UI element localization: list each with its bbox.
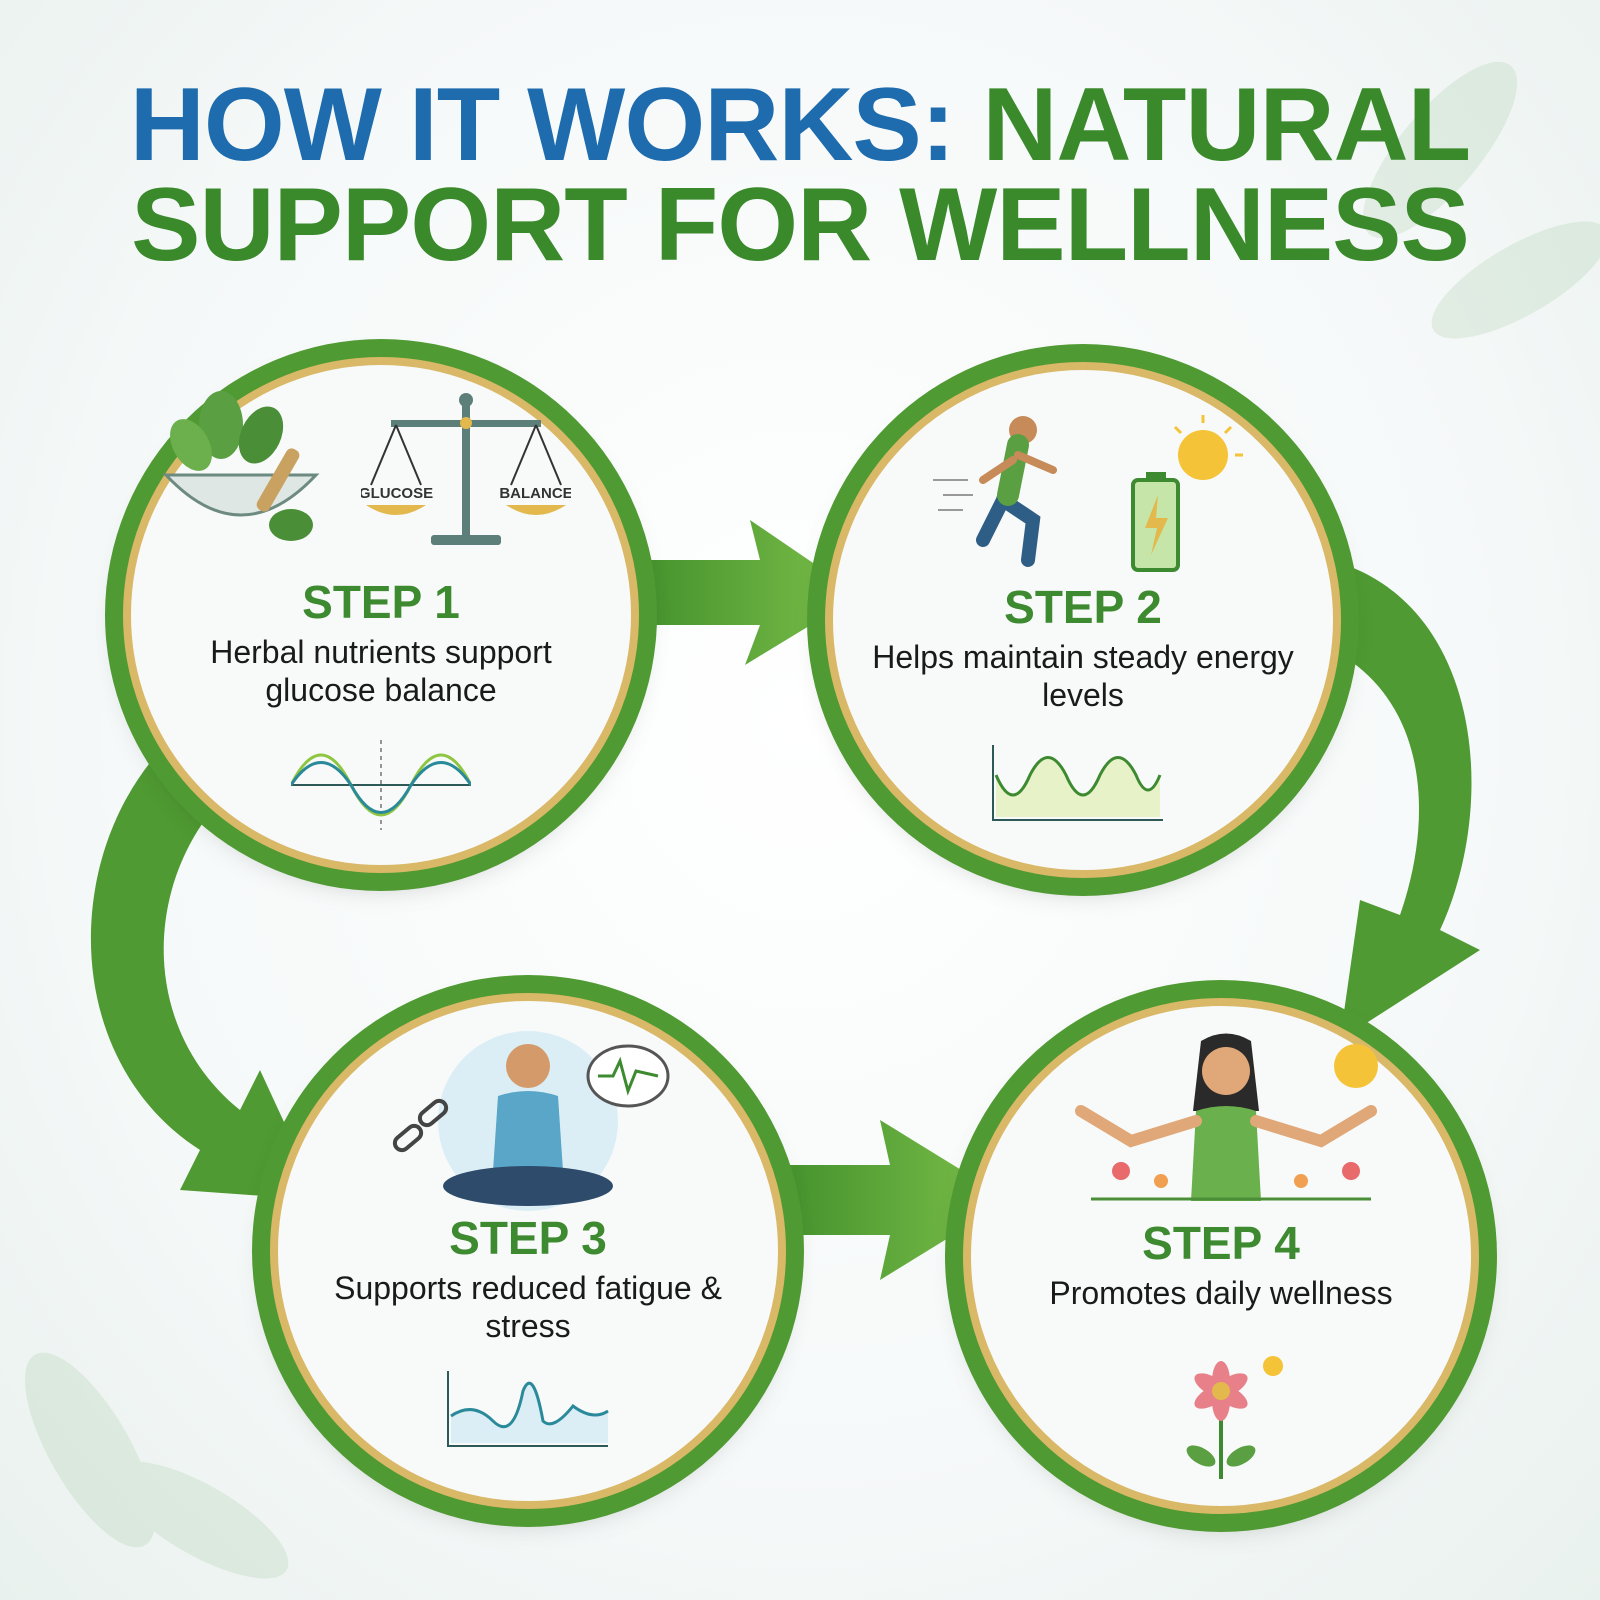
step-2-card: STEP 2 Helps maintain steady energy leve… bbox=[825, 362, 1341, 878]
sun-icon bbox=[1173, 415, 1243, 480]
stress-chart-icon bbox=[447, 1371, 609, 1447]
leaf-decoration bbox=[25, 61, 1600, 1579]
step-1-description: Herbal nutrients support glucose balance bbox=[210, 634, 552, 708]
wave-chart-icon bbox=[291, 740, 471, 830]
page-title: HOW IT WORKS: NATURAL SUPPORT FOR WELLNE… bbox=[0, 73, 1600, 283]
meditation-icon bbox=[392, 1031, 670, 1211]
step-4-label: STEP 4 bbox=[1142, 1217, 1300, 1269]
step-3-card: STEP 3 Supports reduced fatigue & stress bbox=[270, 993, 786, 1509]
scale-label-glucose: GLUCOSE bbox=[361, 485, 433, 502]
arrow-step1-to-step2 bbox=[620, 520, 860, 665]
broken-chain-icon bbox=[392, 1098, 449, 1153]
heartbeat-bubble-icon bbox=[586, 1044, 670, 1108]
runner-and-battery-icons bbox=[933, 415, 1243, 572]
title-natural: NATURAL bbox=[982, 67, 1471, 183]
battery-icon bbox=[1131, 472, 1180, 572]
step-1-card: GLUCOSE BALANCE STEP 1 Herbal nutrients … bbox=[123, 357, 639, 873]
sun-icon bbox=[1334, 1044, 1378, 1088]
step-1-label: STEP 1 bbox=[302, 576, 460, 628]
step-2-label: STEP 2 bbox=[1004, 581, 1162, 633]
title-how-it-works: HOW IT WORKS: bbox=[129, 67, 956, 183]
title-line2: SUPPORT FOR WELLNESS bbox=[131, 167, 1470, 283]
arrow-step2-to-step4 bbox=[1310, 560, 1480, 1040]
energy-chart-icon bbox=[992, 745, 1163, 821]
flower-icon bbox=[1186, 1356, 1283, 1479]
arrow-step1-to-step3 bbox=[90, 740, 320, 1200]
step-3-label: STEP 3 bbox=[449, 1212, 607, 1264]
step-3-description: Supports reduced fatigue & stress bbox=[334, 1270, 722, 1344]
step-2-description: Helps maintain steady energy levels bbox=[872, 639, 1294, 713]
scale-label-balance: BALANCE bbox=[499, 485, 571, 502]
runner-icon bbox=[933, 416, 1057, 567]
arrow-step3-to-step4 bbox=[760, 1120, 1010, 1280]
herbs-bowl-icon bbox=[162, 391, 320, 541]
balance-scale-icon: GLUCOSE BALANCE bbox=[361, 393, 571, 545]
happy-woman-icon bbox=[1075, 1033, 1378, 1201]
step-4-card: STEP 4 Promotes daily wellness bbox=[963, 998, 1479, 1514]
step-4-description: Promotes daily wellness bbox=[1049, 1275, 1393, 1311]
